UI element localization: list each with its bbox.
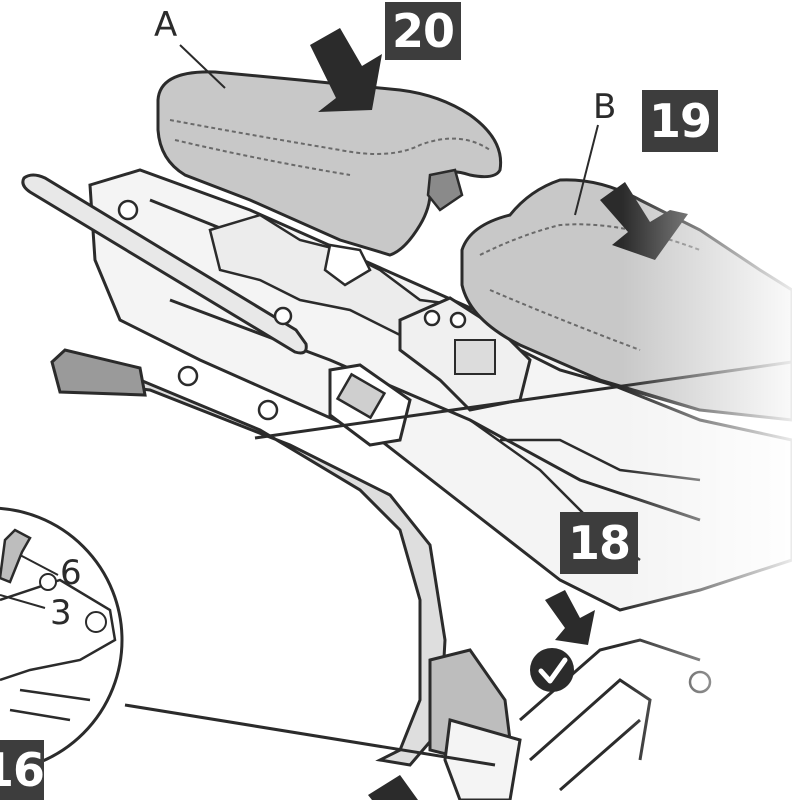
checkmark-icon xyxy=(530,648,574,692)
callout-3: 3 xyxy=(50,593,72,633)
bracket-slot xyxy=(335,372,387,420)
step-badge-20: 20 xyxy=(385,2,461,60)
leader-line-a xyxy=(179,44,226,89)
leader-line-6 xyxy=(19,554,59,576)
leader-line-b xyxy=(574,124,599,216)
callout-b: B xyxy=(593,87,617,127)
seat-a-hook xyxy=(323,243,372,287)
bolt xyxy=(423,309,441,327)
latch-detail xyxy=(454,339,496,375)
leader-line-3 xyxy=(0,594,46,609)
grab-rail xyxy=(21,173,308,355)
step-badge-18: 18 xyxy=(560,512,638,574)
inset-bracket xyxy=(0,578,117,722)
bolt xyxy=(117,199,139,221)
seat-a-latch-pin xyxy=(426,168,464,212)
step-badge-19: 19 xyxy=(642,90,718,152)
leader-line-detail xyxy=(124,703,496,767)
detail-inset xyxy=(0,506,124,774)
seat-a-stitching xyxy=(169,119,491,176)
seat-a xyxy=(156,70,503,257)
inset-bolt xyxy=(0,528,32,584)
rack-bottom-mount xyxy=(443,718,522,800)
bolt xyxy=(688,670,712,694)
callout-6: 6 xyxy=(60,553,82,593)
inset-washer xyxy=(39,573,57,591)
bolt xyxy=(449,311,467,329)
inset-washer xyxy=(85,611,107,633)
callout-a: A xyxy=(154,5,178,45)
bolt xyxy=(273,306,293,326)
step-badge-16: 16 xyxy=(0,740,44,800)
rack-end-cap xyxy=(50,348,147,397)
bolt xyxy=(177,365,199,387)
arrow-18-icon xyxy=(545,590,595,645)
arrow-20-icon xyxy=(310,28,382,112)
arrow-bottom-icon xyxy=(368,775,418,800)
bolt xyxy=(257,399,279,421)
